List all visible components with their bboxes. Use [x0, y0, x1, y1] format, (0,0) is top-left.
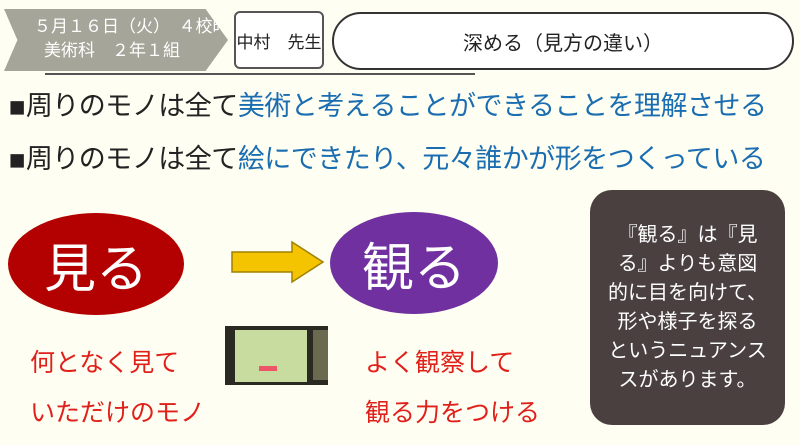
bullet-marker: ▪ [8, 91, 26, 122]
bullet-highlight: 美術と考えることができることを理解させる [237, 91, 767, 122]
miru-observe-ellipse: 観る [330, 212, 498, 314]
bullet-text: 周りのモノは全て [25, 91, 239, 122]
bullet-1: ▪周りのモノは全て美術と考えることができることを理解させる [8, 84, 767, 123]
note-line: 的に目を向けて、 [608, 280, 767, 304]
observe-caption-1: よく観察して [365, 348, 515, 377]
bullet-2: ▪周りのモノは全て絵にできたり、元々誰かが形をつくっている [8, 137, 766, 176]
bullet-highlight: 絵にできたり、元々誰かが形をつくっている [237, 144, 766, 175]
miru-caption-2: いただけのモノ [30, 398, 206, 427]
note-line: スがあります。 [618, 367, 757, 391]
explanation-note: 『観る』は『見 る』よりも意図 的に目を向けて、 形や様子を探る というニュアン… [590, 190, 785, 425]
bullet-marker: ▪ [8, 144, 26, 175]
miru-ellipse: 見る [8, 213, 184, 315]
teacher-name-box: 中村 先生 [234, 11, 324, 69]
lesson-info-banner: ５月１６日（火） ４校時 美術科 ２年１組 [4, 9, 228, 71]
classroom-photo [225, 326, 328, 385]
miru-caption-1: 何となく見て [30, 348, 180, 377]
date-period: ５月１６日（火） ４校時 [34, 17, 230, 37]
note-line: る』よりも意図 [617, 251, 758, 275]
note-line: 形や様子を探る [617, 309, 758, 333]
observe-caption-2: 観る力をつける [365, 398, 541, 427]
topic-pill: 深める（見方の違い） [332, 12, 794, 70]
divider [45, 73, 475, 75]
bullet-text: 周りのモノは全て [25, 144, 239, 175]
subject-class: 美術科 ２年１組 [44, 41, 180, 61]
note-line: 『観る』は『見 [617, 222, 758, 246]
note-line: というニュアンス [608, 338, 767, 362]
right-arrow-icon [231, 240, 325, 284]
